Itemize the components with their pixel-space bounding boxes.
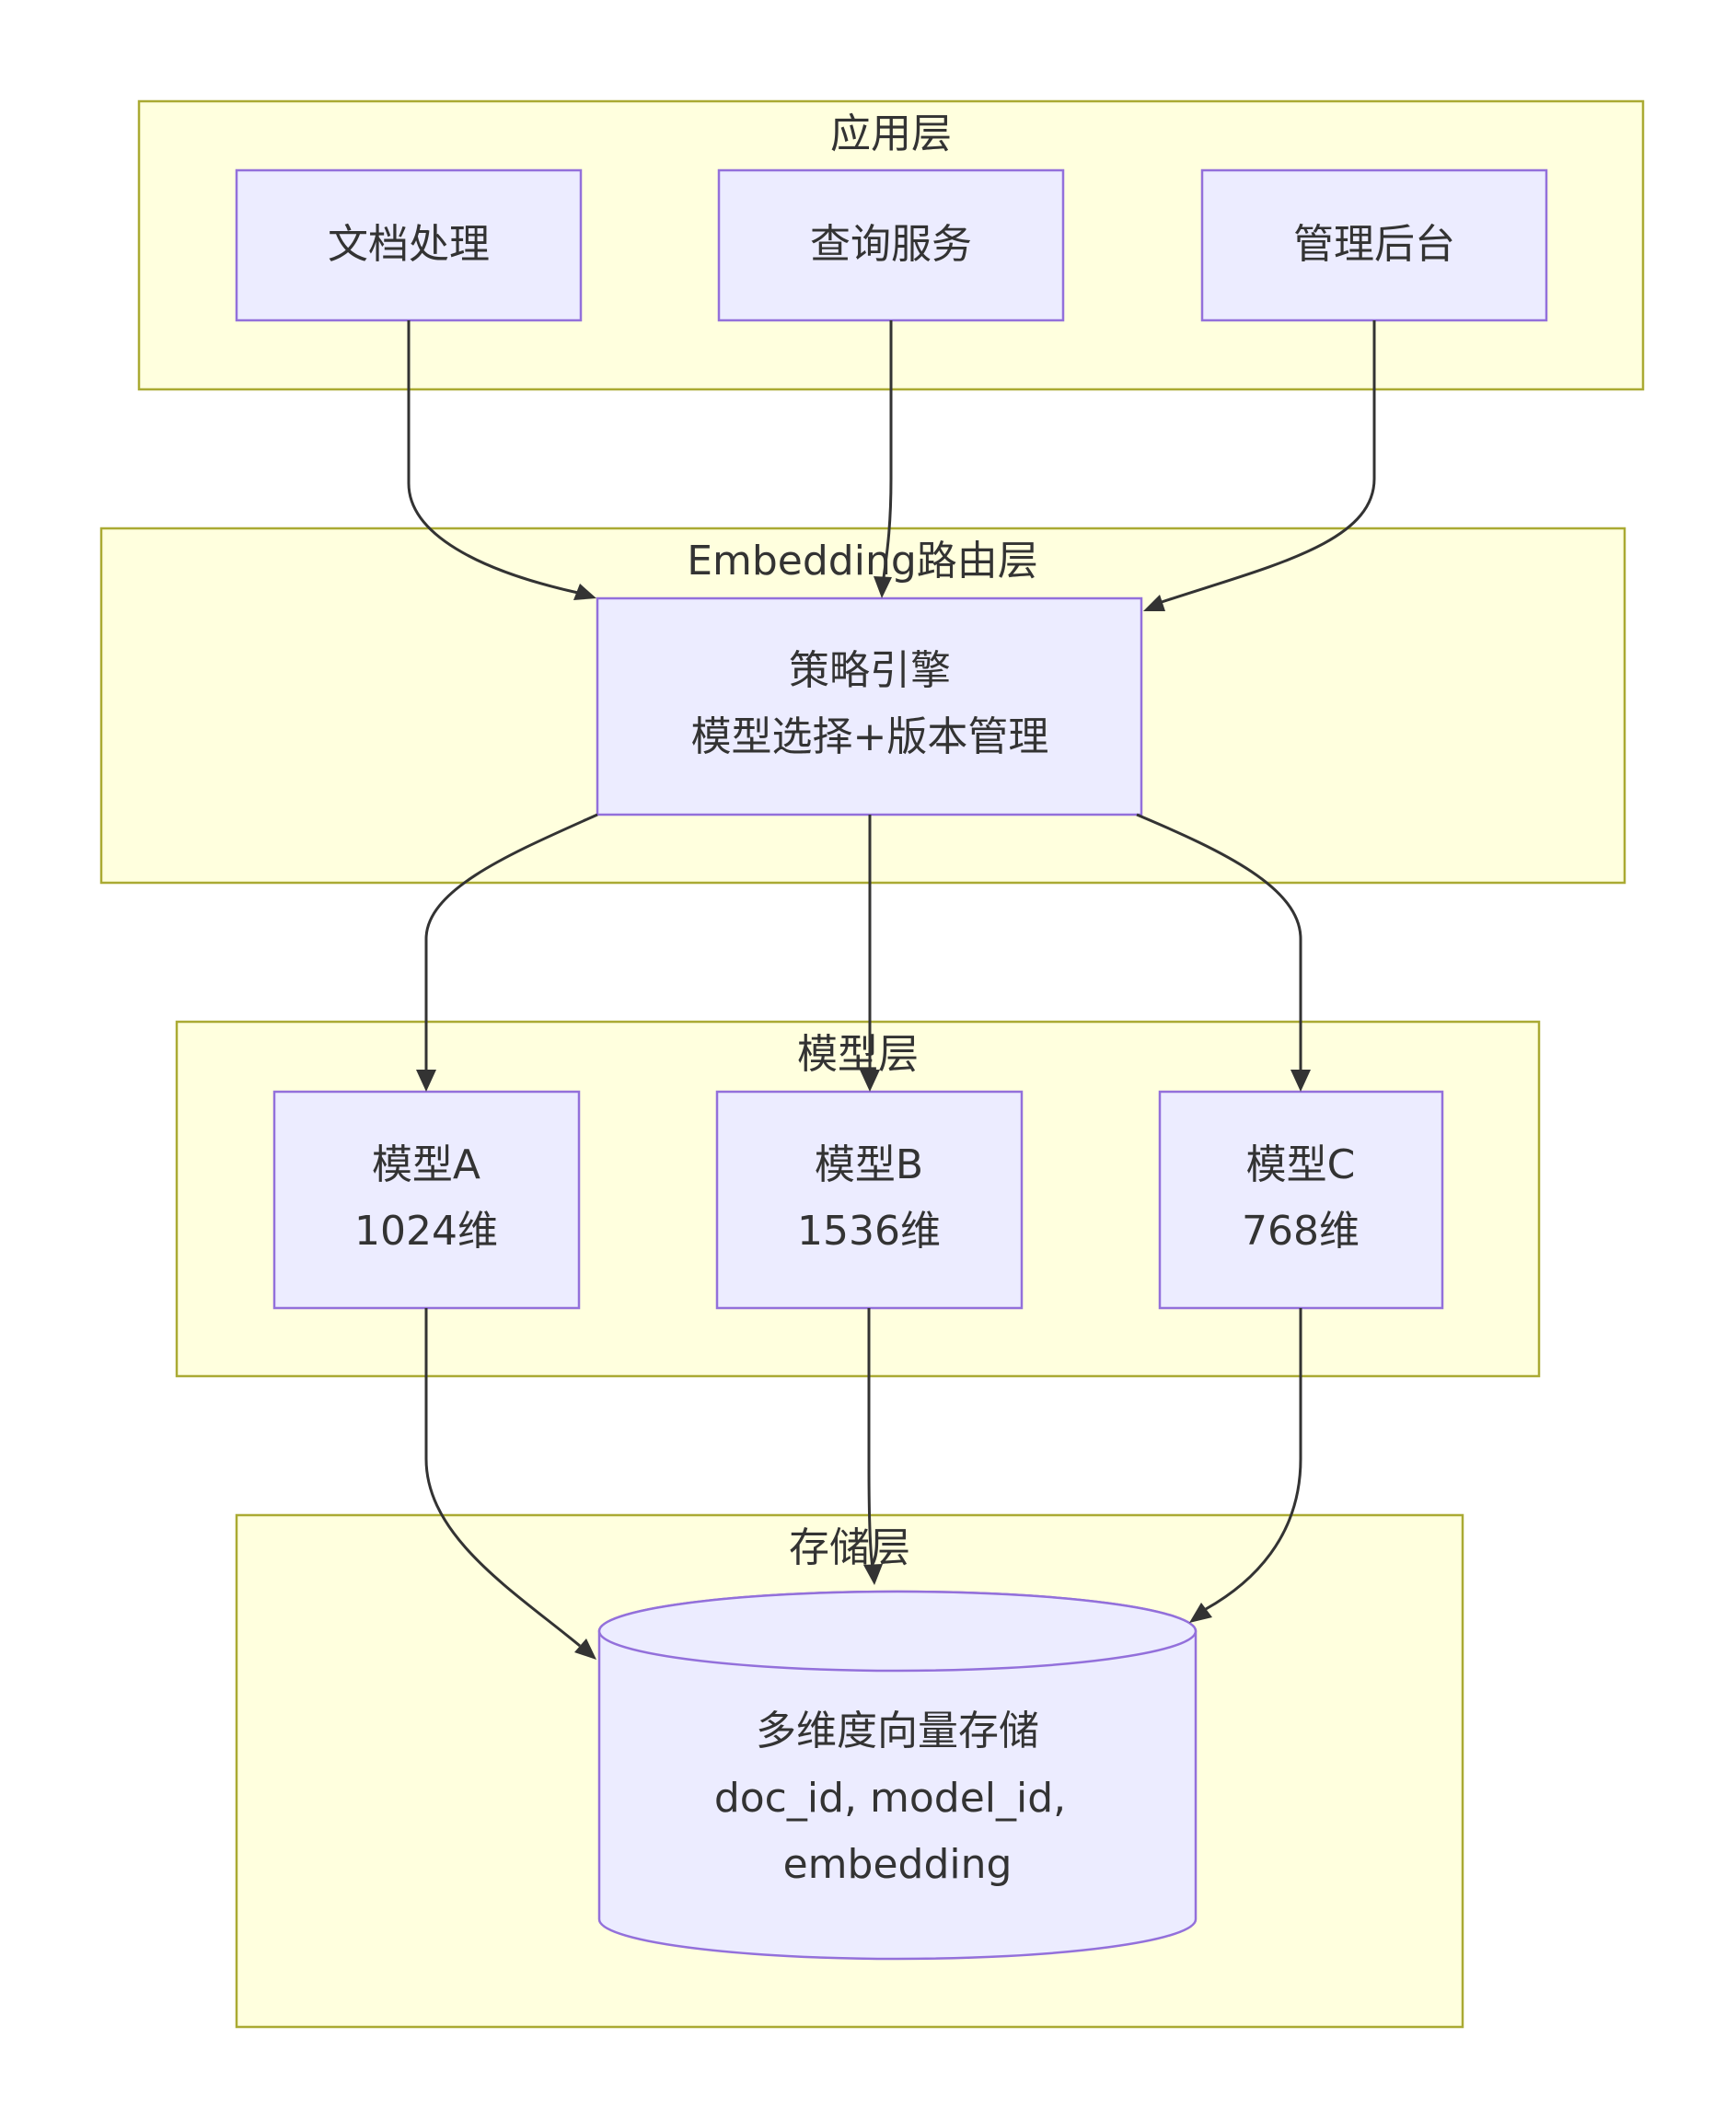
node-model-b-name: 模型B	[815, 1141, 923, 1188]
edges	[407, 320, 1376, 1660]
node-strategy-engine-line1: 策略引擎	[789, 647, 951, 694]
node-model-c-box	[1158, 1090, 1444, 1310]
node-vector-store[interactable]: 多维度向量存储 doc_id, model_id, embedding	[597, 1590, 1198, 1961]
node-doc-processing[interactable]: 文档处理	[235, 168, 583, 322]
edge-query-to-engine	[882, 320, 893, 579]
node-model-b-dims: 1536维	[797, 1208, 941, 1255]
node-strategy-engine-box	[596, 596, 1143, 816]
arrowhead-engine-to-model-c	[1290, 1070, 1311, 1092]
arrowhead-admin-to-engine	[1143, 595, 1165, 611]
edge-engine-to-model-c	[1136, 813, 1302, 1074]
edge-doc-to-engine	[407, 320, 579, 595]
node-strategy-engine-line2: 模型选择+版本管理	[691, 713, 1049, 760]
vector-store-title: 多维度向量存储	[756, 1708, 1039, 1754]
node-model-a-name: 模型A	[372, 1141, 480, 1188]
edge-model-a-to-store	[424, 1308, 581, 1648]
arrowhead-model-a-to-store	[574, 1638, 596, 1660]
node-doc-processing-label: 文档处理	[328, 221, 490, 268]
node-model-c-name: 模型C	[1246, 1141, 1356, 1188]
node-admin-console-box	[1200, 168, 1548, 322]
node-model-a-dims: 1024维	[354, 1208, 498, 1255]
node-model-b[interactable]: 模型B 1536维	[715, 1090, 1024, 1310]
node-model-b-box	[715, 1090, 1024, 1310]
node-model-c[interactable]: 模型C 768维	[1158, 1090, 1444, 1310]
arrowhead-doc-to-engine	[573, 584, 596, 600]
cluster-model-title: 模型层	[797, 1031, 919, 1078]
vector-store-fields-line2: embedding	[783, 1841, 1013, 1888]
cluster-storage-title: 存储层	[789, 1524, 910, 1571]
node-strategy-engine[interactable]: 策略引擎 模型选择+版本管理	[596, 596, 1143, 816]
node-query-service-label: 查询服务	[810, 221, 972, 268]
node-admin-console-label: 管理后台	[1293, 221, 1455, 268]
edge-model-c-to-store	[1205, 1308, 1302, 1611]
node-admin-console[interactable]: 管理后台	[1200, 168, 1548, 322]
arrowhead-model-c-to-store	[1189, 1603, 1212, 1623]
vector-store-fields-line1: doc_id, model_id,	[714, 1775, 1066, 1822]
node-model-c-dims: 768维	[1242, 1208, 1360, 1255]
edge-engine-to-model-a	[424, 813, 598, 1074]
vector-store-cylinder-top	[597, 1590, 1198, 1673]
edge-model-b-to-store	[867, 1308, 874, 1569]
arrowhead-model-b-to-store	[863, 1564, 883, 1585]
node-model-a-box	[272, 1090, 581, 1310]
arrowhead-engine-to-model-a	[416, 1070, 436, 1092]
arrowhead-engine-to-model-b	[860, 1070, 880, 1092]
cluster-routing-title: Embedding路由层	[687, 538, 1038, 585]
node-query-service[interactable]: 查询服务	[717, 168, 1065, 322]
arrowhead-query-to-engine	[874, 576, 892, 598]
edge-admin-to-engine	[1161, 320, 1376, 604]
node-model-a[interactable]: 模型A 1024维	[272, 1090, 581, 1310]
cluster-app-title: 应用层	[830, 110, 952, 157]
